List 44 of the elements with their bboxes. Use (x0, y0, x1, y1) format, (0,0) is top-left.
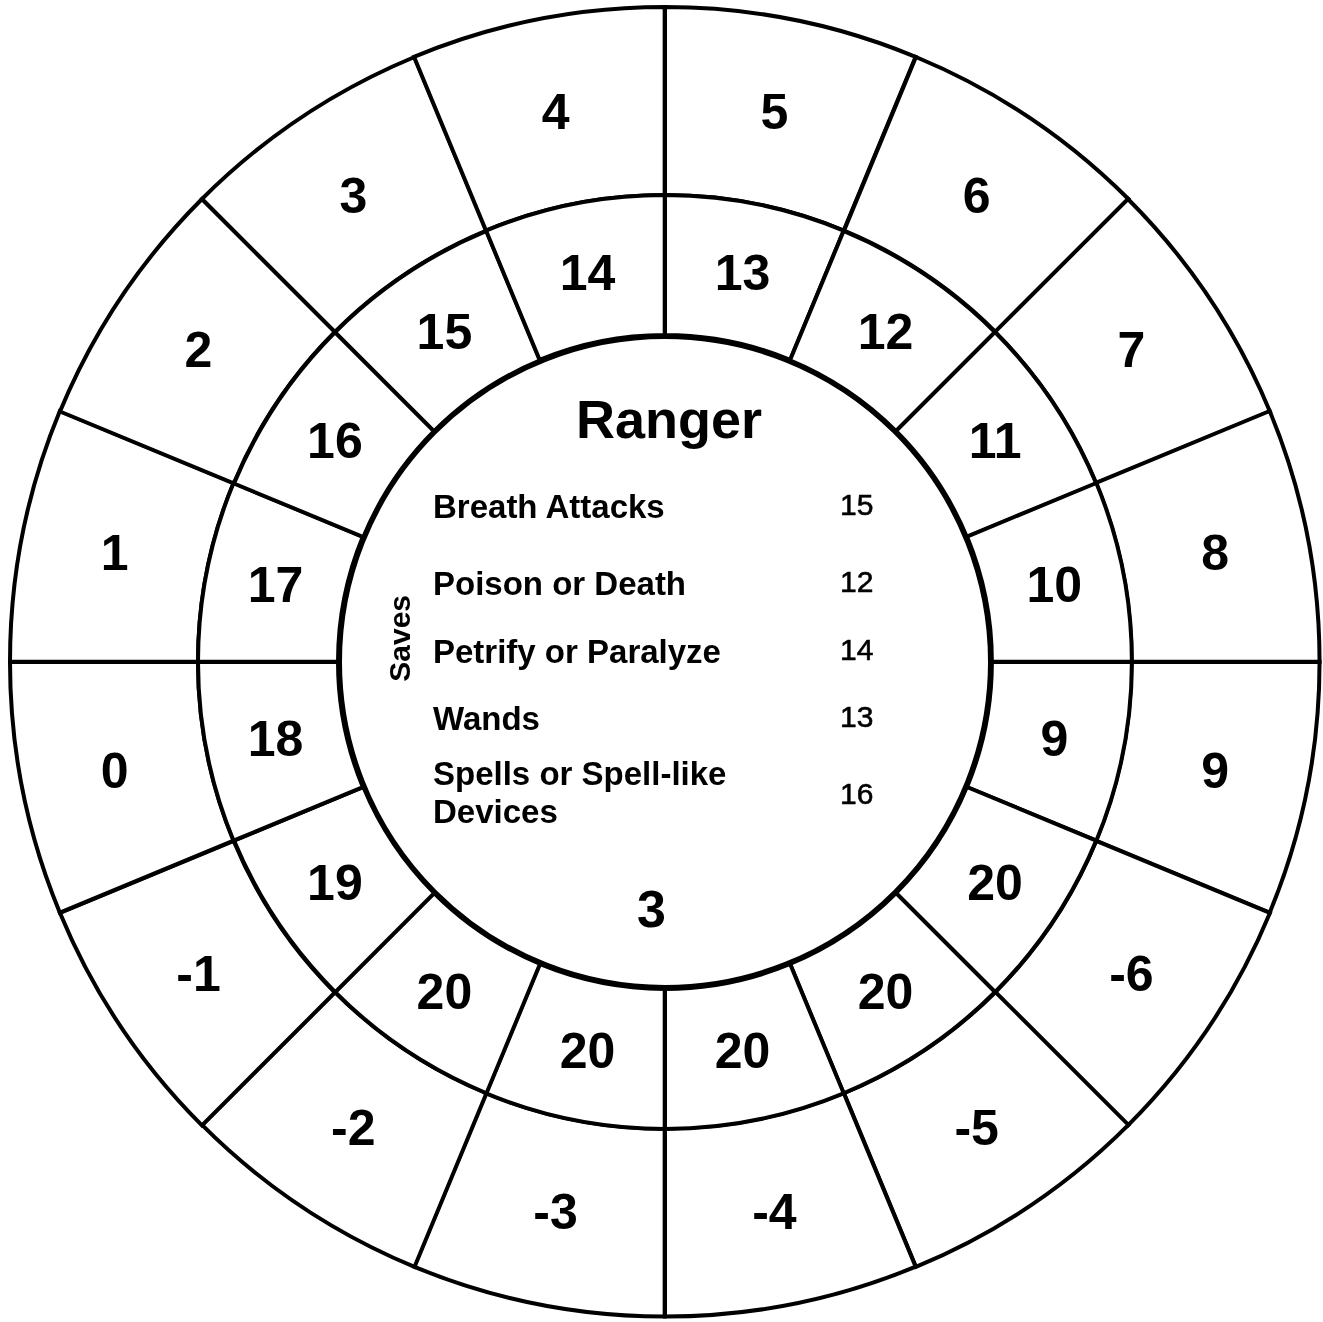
segment-number: -5 (954, 1103, 999, 1154)
segment-number: 20 (714, 1026, 771, 1077)
segment-number: 20 (967, 857, 1023, 908)
segment-number: 0 (100, 746, 129, 797)
segment-number: 20 (416, 967, 473, 1018)
segment-number: 5 (760, 86, 789, 137)
segment-number: -3 (533, 1187, 578, 1238)
segment-number: 8 (1201, 527, 1230, 578)
center-number: 3 (637, 880, 666, 940)
save-value: 15 (840, 488, 874, 523)
segment-number: 11 (968, 416, 1022, 467)
segment-number: 20 (857, 967, 914, 1018)
segment-number: 2 (184, 325, 213, 376)
saves-heading: Saves (383, 595, 417, 682)
segment-number: -1 (176, 948, 221, 999)
segment-number: 18 (247, 714, 304, 765)
segment-number: -2 (331, 1103, 376, 1154)
save-name: Breath Attacks (433, 488, 665, 526)
segment-number: 6 (962, 170, 991, 221)
segment-number: 19 (307, 857, 363, 908)
save-name: Spells or Spell-like Devices (433, 755, 728, 831)
segment-number: 1 (100, 527, 129, 578)
segment-number: 15 (416, 306, 473, 357)
segment-number: 16 (307, 416, 363, 467)
segment-number: 12 (857, 306, 914, 357)
segment-number: 9 (1201, 746, 1230, 797)
segment-number: -6 (1109, 948, 1154, 999)
segment-number: 20 (559, 1026, 616, 1077)
save-name: Poison or Death (433, 565, 687, 603)
segment-number: 17 (247, 559, 304, 610)
segment-number: 4 (541, 86, 570, 137)
segment-number: 9 (1040, 714, 1069, 765)
save-value: 14 (840, 633, 874, 668)
save-value: 13 (840, 700, 874, 735)
segment-number: 7 (1117, 325, 1146, 376)
segment-number: 3 (339, 170, 368, 221)
segment-number: 13 (714, 247, 771, 298)
segment-number: 10 (1026, 559, 1083, 610)
save-name: Petrify or Paralyze (433, 633, 721, 671)
save-name: Wands (433, 700, 540, 738)
segment-number: -4 (752, 1187, 797, 1238)
save-value: 12 (840, 565, 874, 600)
segment-number: 14 (559, 247, 616, 298)
save-value: 16 (840, 777, 874, 812)
